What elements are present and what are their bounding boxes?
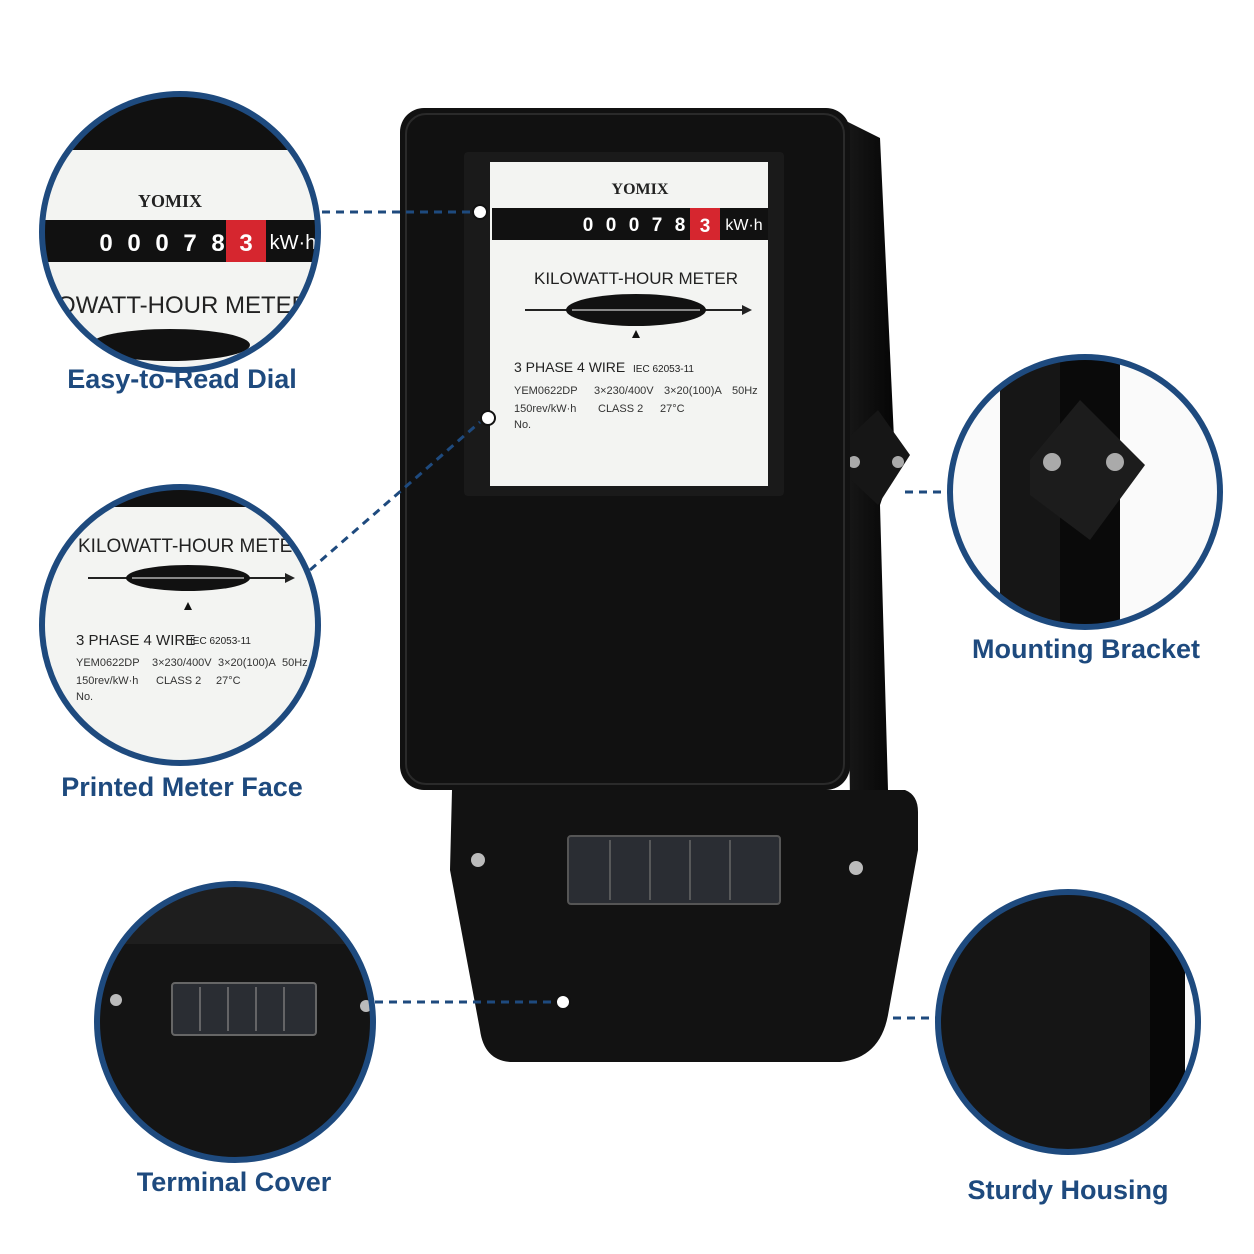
svg-text:YOMIX: YOMIX [138, 191, 202, 211]
svg-text:kW·h: kW·h [270, 232, 317, 254]
register-digit: 8 [211, 230, 224, 257]
constant-text: 150rev/kW·h [514, 403, 576, 415]
callout-housing-label: Sturdy Housing [967, 1175, 1169, 1205]
standard-text: IEC 62053-11 [633, 364, 694, 375]
register-digit: 0 [127, 230, 140, 257]
connector-lines [309, 210, 950, 1020]
seal-screw-icon [849, 861, 863, 875]
seal-screw-icon [110, 994, 122, 1006]
register-digit: 8 [675, 215, 686, 236]
callout-dial-label: Easy-to-Read Dial [67, 364, 297, 394]
svg-text:50Hz: 50Hz [282, 657, 308, 669]
svg-text:3 PHASE 4 WIRE: 3 PHASE 4 WIRE [76, 632, 195, 649]
seal-screw-icon [471, 853, 485, 867]
voltage-text: 3×230/400V [594, 385, 654, 397]
callout-bracket-label: Mounting Bracket [971, 634, 1201, 664]
register-digit: 0 [629, 215, 640, 236]
svg-text:KILOWATT-HOUR METER: KILOWATT-HOUR METER [78, 536, 306, 557]
register-digit: 7 [652, 215, 663, 236]
screw-icon [848, 456, 860, 468]
svg-text:3×230/400V: 3×230/400V [152, 657, 212, 669]
serial-label: No. [514, 419, 531, 431]
marker-triangle-icon [632, 330, 640, 338]
callout-dot [555, 994, 571, 1010]
register-digit: 0 [155, 230, 168, 257]
brand-text: YOMIX [612, 181, 669, 198]
register-digit: 0 [606, 215, 617, 236]
arrow-right-icon [742, 305, 752, 315]
meter-title: KILOWATT-HOUR METER [534, 269, 738, 288]
terminal-window [567, 835, 781, 905]
svg-text:3×20(100)A: 3×20(100)A [218, 657, 276, 669]
zoom-circle-housing [935, 889, 1201, 1155]
callout-face-label: Printed Meter Face [61, 772, 303, 802]
register-digit: 0 [99, 230, 112, 257]
temperature-text: 27°C [660, 403, 685, 415]
current-text: 3×20(100)A [664, 385, 722, 397]
red-digit: 3 [700, 216, 711, 237]
svg-text:CLASS 2: CLASS 2 [156, 675, 201, 687]
svg-text:YEM0622DP: YEM0622DP [76, 657, 140, 669]
screw-icon [1106, 453, 1124, 471]
callout-dot [480, 410, 496, 426]
frequency-text: 50Hz [732, 385, 758, 397]
zoom-circle-face: KILOWATT-HOUR METER 3 PHASE 4 WIRE IEC 6… [39, 484, 321, 766]
class-text: CLASS 2 [598, 403, 643, 415]
screw-icon [1043, 453, 1061, 471]
terminal-cover [450, 790, 918, 1062]
callout-terminal-label: Terminal Cover [136, 1167, 332, 1197]
register-strip [492, 208, 768, 240]
callout-dot [472, 204, 488, 220]
mounting-bracket [846, 410, 910, 505]
register-digit: 7 [183, 230, 196, 257]
model-text: YEM0622DP [514, 385, 578, 397]
svg-text:IEC 62053-11: IEC 62053-11 [190, 636, 251, 647]
red-digit-box [690, 208, 720, 240]
zoom-circle-bracket [947, 354, 1223, 630]
svg-text:150rev/kW·h: 150rev/kW·h [76, 675, 138, 687]
svg-text:27°C: 27°C [216, 675, 241, 687]
screw-icon [892, 456, 904, 468]
svg-text:No.: No. [76, 691, 93, 703]
phase-text: 3 PHASE 4 WIRE [514, 359, 625, 375]
zoom-circle-terminal [94, 881, 376, 1163]
unit-text: kW·h [725, 217, 762, 234]
register-digit: 0 [583, 215, 594, 236]
svg-text:3: 3 [239, 230, 252, 257]
svg-text:KILOWATT-HOUR METER: KILOWATT-HOUR METER [21, 292, 309, 319]
